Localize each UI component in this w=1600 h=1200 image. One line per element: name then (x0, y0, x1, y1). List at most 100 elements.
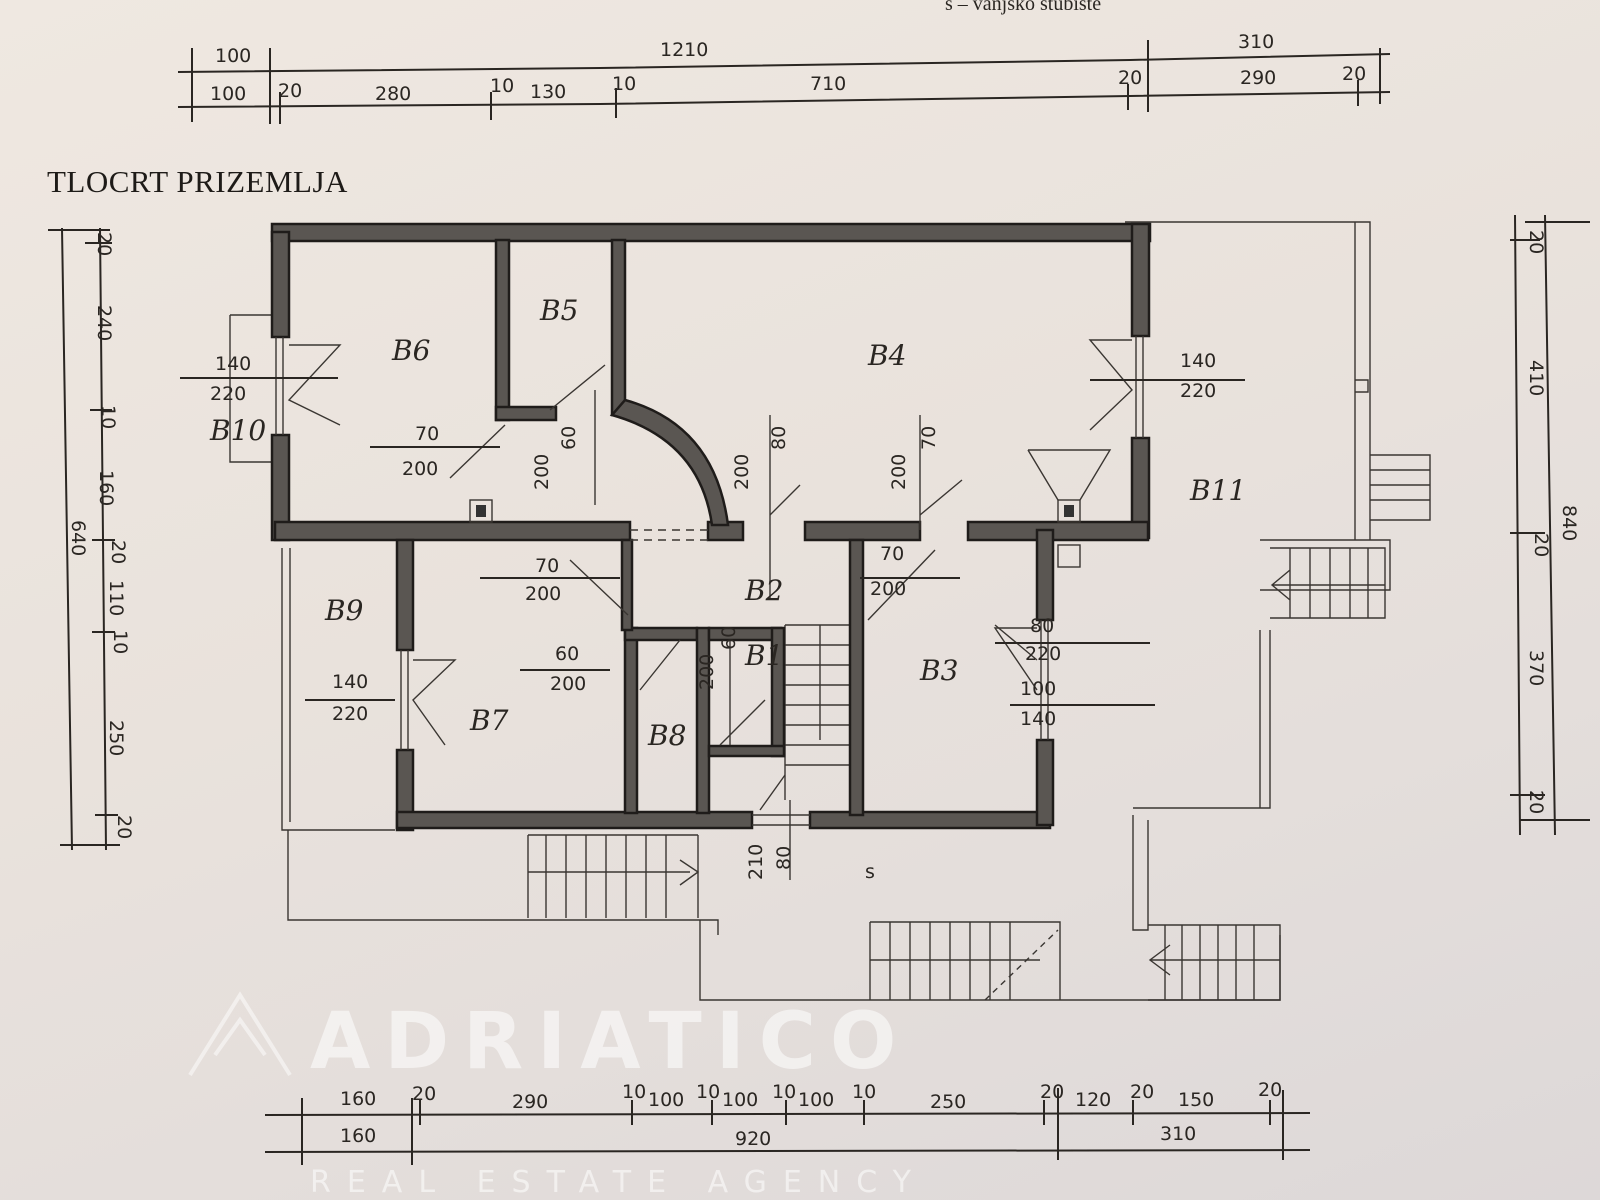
dimension-label: 370 (1525, 650, 1547, 686)
opening-height-label: 220 (1025, 643, 1061, 665)
dimension-label: 160 (95, 470, 117, 506)
dimension-label: 20 (113, 815, 135, 839)
opening-width-label: 70 (415, 423, 439, 445)
legend-text: s – vanjsko stubište (945, 0, 1101, 15)
dimension-label: 100 (798, 1089, 834, 1111)
room-label-b9: B9 (324, 594, 363, 627)
room-label-b10: B10 (209, 414, 266, 447)
opening-width-label: 140 (332, 671, 368, 693)
dimension-label: 20 (278, 80, 302, 102)
opening-height-label: 200 (731, 454, 753, 490)
opening-height-label: 210 (745, 844, 767, 880)
dimension-label: 10 (772, 1081, 796, 1103)
dimension-label-total: 640 (67, 520, 89, 556)
opening-width-label: 70 (535, 555, 559, 577)
opening-width-label: 140 (215, 353, 251, 375)
dimension-label-total: 840 (1558, 505, 1580, 541)
opening-height-label: 200 (531, 454, 553, 490)
opening-width-label: 70 (880, 543, 904, 565)
walls (270, 222, 1152, 832)
opening-width-label: 80 (768, 426, 790, 450)
dimension-label: 20 (1040, 1081, 1064, 1103)
room-label-b8: B8 (647, 719, 686, 752)
dimension-label: 290 (512, 1091, 548, 1113)
dimension-label: 130 (530, 81, 566, 103)
dimension-label: 10 (696, 1081, 720, 1103)
dimension-bottom (264, 1088, 1311, 1165)
dimension-label: 280 (375, 83, 411, 105)
label-outdoor-stairs: s (865, 861, 875, 883)
opening-width-label: 60 (555, 643, 579, 665)
dimension-label: 290 (1240, 67, 1276, 89)
dimension-label: 20 (1130, 1081, 1154, 1103)
room-label-b3: B3 (919, 654, 958, 687)
room-label-b6: B6 (391, 334, 430, 367)
dimension-label: 20 (1525, 230, 1547, 254)
dimension-label: 250 (105, 720, 127, 756)
dimension-label: 10 (97, 405, 119, 429)
dimension-label: 250 (930, 1091, 966, 1113)
dimension-label: 1210 (660, 39, 708, 61)
room-label-b11: B11 (1189, 474, 1246, 507)
stairs-east (1270, 547, 1386, 619)
dimension-label: 160 (340, 1125, 376, 1147)
room-label-b2: B2 (744, 574, 783, 607)
door-swings (449, 364, 1038, 880)
watermark-logo-icon (188, 991, 292, 1077)
dimension-label: 10 (622, 1081, 646, 1103)
chimneys (469, 449, 1112, 568)
opening-height-label: 200 (525, 583, 561, 605)
opening-width-label: 70 (918, 426, 940, 450)
dimension-label: 20 (93, 232, 115, 256)
plan-title: TLOCRT PRIZEMLJA (47, 164, 348, 199)
dimension-label: 20 (1118, 67, 1142, 89)
windows (275, 336, 1144, 826)
dimension-label: 310 (1160, 1123, 1196, 1145)
opening-width-label: 60 (718, 626, 740, 650)
dimension-label: 120 (1075, 1089, 1111, 1111)
room-label-b7: B7 (469, 704, 509, 737)
dimension-label: 20 (1530, 533, 1552, 557)
opening-width-label: 140 (1180, 350, 1216, 372)
dimension-label: 410 (1525, 360, 1547, 396)
dimension-label: 20 (1525, 790, 1547, 814)
dimension-label: 100 (648, 1089, 684, 1111)
dimension-label: 20 (1342, 63, 1366, 85)
dimension-label: 150 (1178, 1089, 1214, 1111)
opening-width-label: 80 (1030, 615, 1054, 637)
dimension-label: 110 (105, 580, 127, 616)
dimension-label: 20 (412, 1083, 436, 1105)
dimension-label: 10 (852, 1081, 876, 1103)
dimension-label: 20 (1258, 1079, 1282, 1101)
dimension-label: 100 (215, 45, 251, 67)
stairs-south-west (527, 834, 700, 918)
opening-height-label: 220 (332, 703, 368, 725)
watermark-brand: ADRIATICO (310, 997, 910, 1087)
opening-height-label: 200 (870, 578, 906, 600)
stairs-south-east (1148, 924, 1281, 1001)
dimension-top (177, 40, 1391, 124)
dimension-label: 100 (722, 1089, 758, 1111)
opening-height-label: 200 (888, 454, 910, 490)
dimension-label: 240 (93, 305, 115, 341)
opening-height-label: 140 (1020, 708, 1056, 730)
room-label-b4: B4 (867, 339, 906, 372)
opening-height-label: 200 (402, 458, 438, 480)
dimension-label: 10 (490, 75, 514, 97)
opening-height-label: 200 (550, 673, 586, 695)
dimension-label: 160 (340, 1088, 376, 1110)
dimension-label: 100 (210, 83, 246, 105)
opening-height-label: 200 (696, 654, 718, 690)
opening-height-label: 220 (1180, 380, 1216, 402)
dimension-right (1510, 214, 1590, 836)
stairs-interior (784, 624, 855, 800)
watermark-tagline: REAL ESTATE AGENCY (310, 1165, 927, 1200)
dimension-label: 920 (735, 1128, 771, 1150)
room-label-b5: B5 (539, 294, 578, 327)
stairs-south (869, 921, 1061, 1001)
opening-width-label: 100 (1020, 678, 1056, 700)
opening-height-label: 220 (210, 383, 246, 405)
dimension-label: 710 (810, 73, 846, 95)
dimension-label: 20 (107, 540, 129, 564)
